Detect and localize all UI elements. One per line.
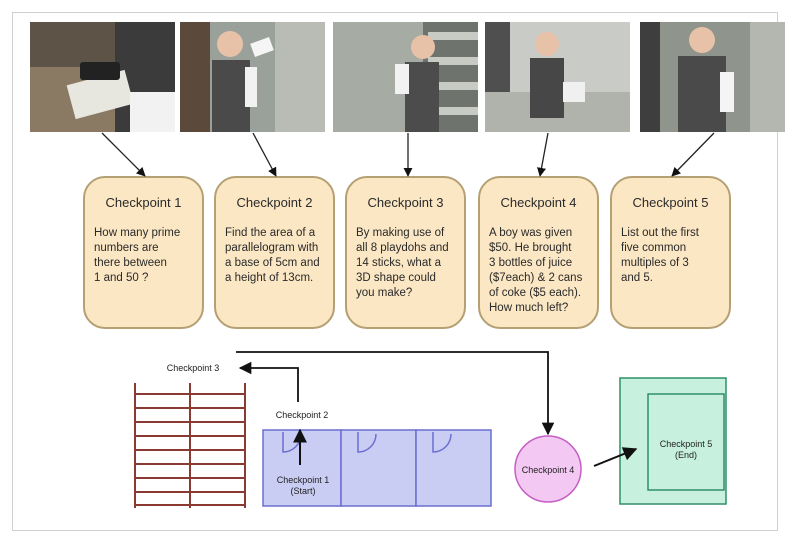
map-label-checkpoint-4: Checkpoint 4 — [521, 465, 575, 475]
route-2-to-3 — [238, 361, 299, 402]
connector-4 — [537, 132, 549, 177]
card-title: Checkpoint 3 — [367, 195, 444, 210]
card-title: Checkpoint 2 — [236, 195, 313, 210]
photo-checkpoint-2 — [180, 22, 325, 132]
route-4-to-5 — [593, 447, 638, 467]
map-label-checkpoint-2: Checkpoint 2 — [275, 410, 329, 420]
figure-frame — [12, 12, 778, 531]
map-label-checkpoint-1: Checkpoint 1 (Start) — [276, 475, 330, 496]
photo-checkpoint-1 — [30, 22, 175, 132]
connector-2 — [252, 132, 277, 177]
ladder — [134, 383, 246, 508]
checkpoint-4-circle — [514, 435, 582, 503]
card-question: List out the first five common multiples… — [621, 227, 699, 284]
card-question: A boy was given $50. He brought 3 bottle… — [489, 227, 583, 314]
checkpoint-card-5: Checkpoint 5 List out the first five com… — [610, 176, 731, 329]
photo-checkpoint-3 — [333, 22, 478, 132]
rooms — [262, 429, 492, 507]
photo-checkpoint-5 — [640, 22, 785, 132]
card-question: Find the area of a parallelogram with a … — [225, 227, 320, 284]
checkpoint-card-1: Checkpoint 1 How many prime numbers are … — [83, 176, 204, 329]
route-3-to-4 — [236, 351, 555, 436]
connector-5 — [671, 132, 715, 177]
card-title: Checkpoint 4 — [500, 195, 577, 210]
map-label-checkpoint-5: Checkpoint 5 (End) — [659, 439, 713, 460]
card-question: How many prime numbers are there between… — [94, 227, 181, 284]
card-title: Checkpoint 1 — [105, 195, 182, 210]
card-title: Checkpoint 5 — [632, 195, 709, 210]
map-label-checkpoint-3: Checkpoint 3 — [166, 363, 220, 373]
checkpoint-card-4: Checkpoint 4 A boy was given $50. He bro… — [478, 176, 599, 329]
checkpoint-5-inner — [647, 393, 725, 491]
checkpoint-card-3: Checkpoint 3 By making use of all 8 play… — [345, 176, 466, 329]
checkpoint-card-2: Checkpoint 2 Find the area of a parallel… — [214, 176, 335, 329]
connector-1 — [101, 132, 146, 177]
card-question: By making use of all 8 playdohs and 14 s… — [356, 227, 449, 299]
photo-checkpoint-4 — [485, 22, 630, 132]
